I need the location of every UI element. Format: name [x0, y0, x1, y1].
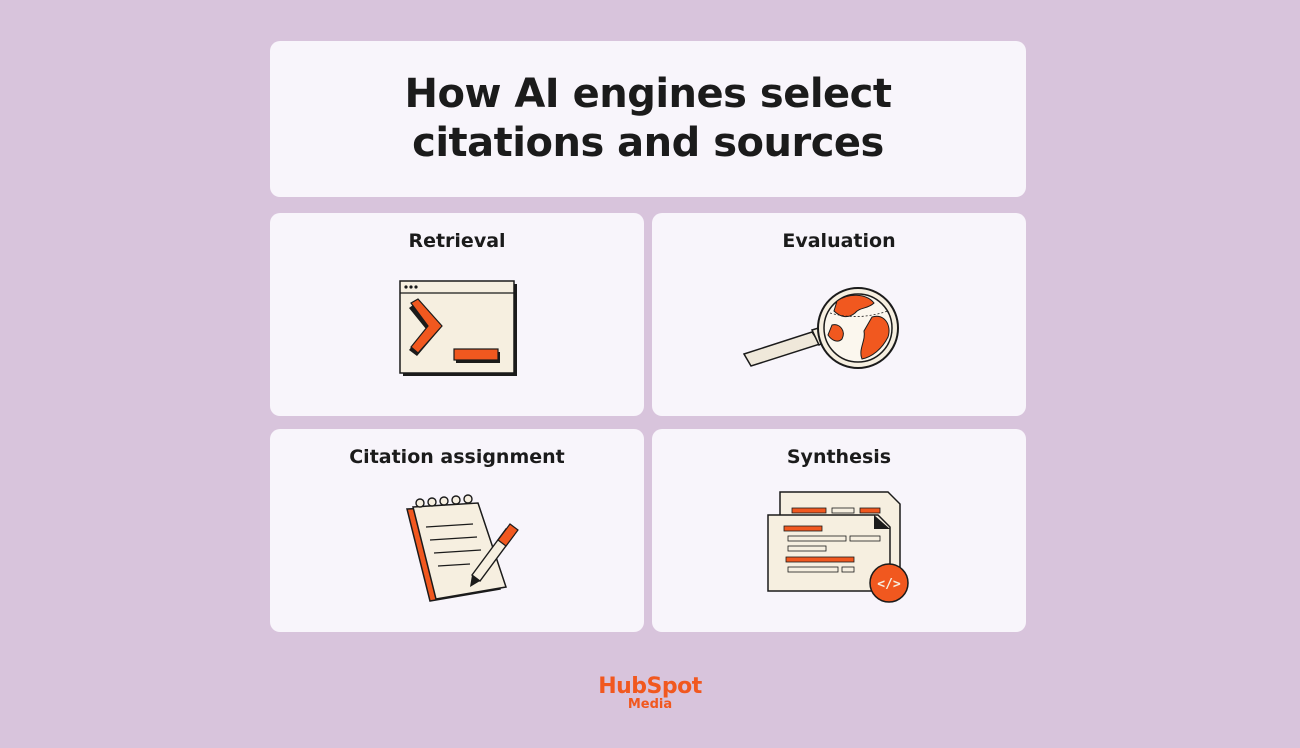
card-label-evaluation: Evaluation	[782, 230, 896, 252]
card-evaluation: Evaluation	[652, 213, 1026, 416]
hubspot-media-logo: HubSpot Media	[0, 674, 1300, 712]
svg-text:</>: </>	[877, 577, 901, 592]
page-title: How AI engines select citations and sour…	[404, 71, 893, 166]
card-label-retrieval: Retrieval	[408, 230, 506, 252]
card-label-synthesis: Synthesis	[786, 446, 892, 468]
notepad-pen-icon	[406, 494, 519, 602]
code-document-icon: </>	[767, 491, 909, 603]
magnifier-globe-icon	[742, 287, 899, 369]
card-label-citation-assignment: Citation assignment	[349, 446, 565, 468]
brand-name: HubSpot	[598, 674, 702, 699]
terminal-icon	[399, 280, 517, 376]
card-synthesis: Synthesis </>	[652, 429, 1026, 632]
brand-sub: Media	[627, 697, 673, 712]
card-citation-assignment: Citation assignment	[270, 429, 644, 632]
card-retrieval: Retrieval	[270, 213, 644, 416]
title-card: How AI engines select citations and sour…	[270, 41, 1026, 197]
